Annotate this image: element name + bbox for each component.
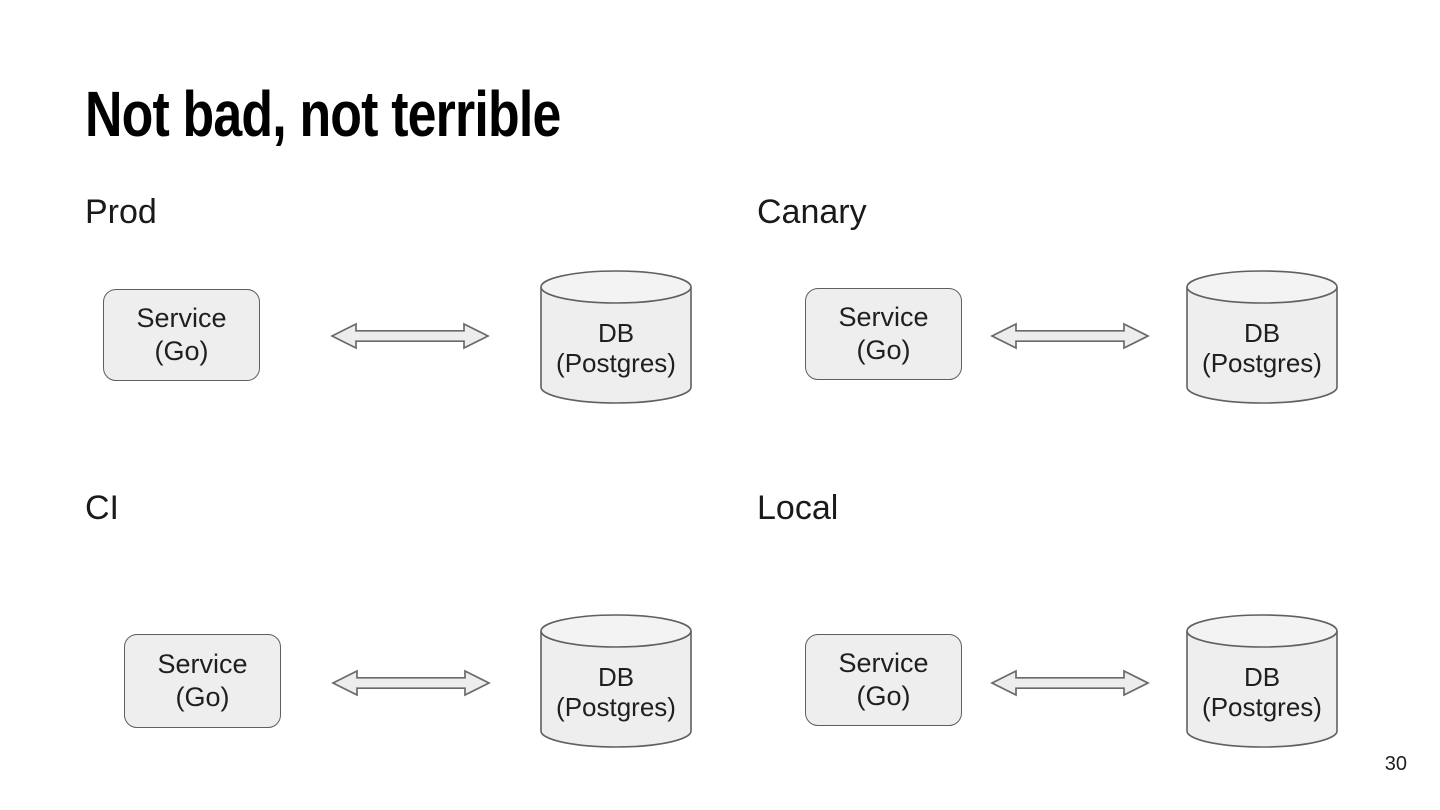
database-node-sublabel: (Postgres) [1202, 348, 1322, 378]
service-node: Service (Go) [805, 634, 962, 726]
environment-label-canary: Canary [757, 193, 867, 231]
service-node-label: Service [838, 302, 929, 332]
database-node-label: DB [597, 318, 635, 348]
database-cylinder [540, 270, 692, 404]
database-node-text: DB (Postgres) [1186, 642, 1338, 742]
slide-title: Not bad, not terrible [85, 78, 561, 150]
bidirectional-arrow-icon [990, 669, 1150, 697]
database-node-label: DB [597, 662, 635, 692]
database-node-text: DB (Postgres) [540, 298, 692, 398]
bidirectional-arrow-icon [330, 322, 490, 350]
service-node-sublabel: (Go) [856, 681, 911, 711]
service-node-label: Service [136, 303, 227, 333]
bidirectional-arrow-icon [331, 669, 491, 697]
service-node-label: Service [157, 649, 248, 679]
database-node-sublabel: (Postgres) [1202, 692, 1322, 722]
service-node-sublabel: (Go) [856, 335, 911, 365]
service-node-label: Service [838, 648, 929, 678]
database-node-label: DB [1243, 662, 1281, 692]
database-node-text: DB (Postgres) [540, 642, 692, 742]
service-node-sublabel: (Go) [154, 336, 209, 366]
database-node-sublabel: (Postgres) [556, 348, 676, 378]
service-node-sublabel: (Go) [175, 682, 230, 712]
database-node-label: DB [1243, 318, 1281, 348]
service-node: Service (Go) [805, 288, 962, 380]
database-node-text: DB (Postgres) [1186, 298, 1338, 398]
database-cylinder [540, 614, 692, 748]
environment-label-local: Local [757, 489, 839, 527]
database-node-sublabel: (Postgres) [556, 692, 676, 722]
environment-label-prod: Prod [85, 193, 157, 231]
service-node: Service (Go) [124, 634, 281, 728]
database-cylinder [1186, 270, 1338, 404]
database-cylinder [1186, 614, 1338, 748]
page-number: 30 [1384, 753, 1407, 775]
service-node: Service (Go) [103, 289, 260, 381]
environment-label-ci: CI [85, 489, 119, 527]
bidirectional-arrow-icon [990, 322, 1150, 350]
